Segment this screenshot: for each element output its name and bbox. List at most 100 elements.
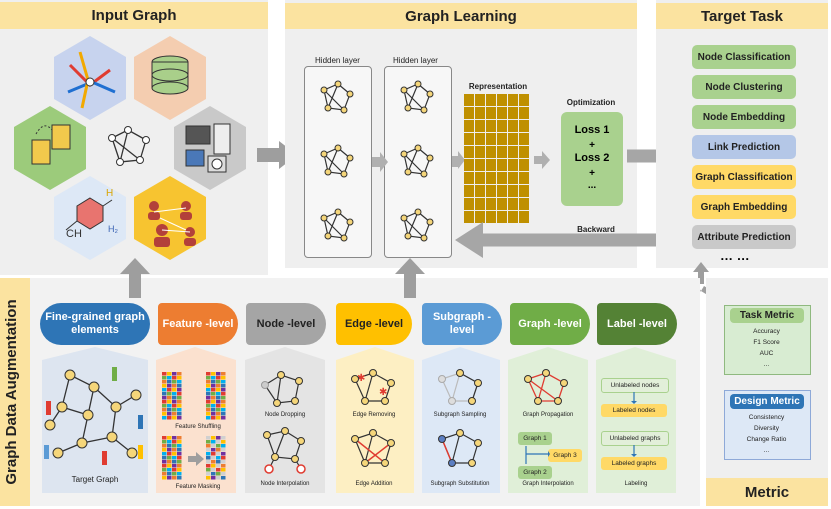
representation-cell <box>475 185 485 197</box>
feature-cell <box>162 456 167 460</box>
feature-cell <box>211 456 216 460</box>
feature-cell <box>172 456 177 460</box>
representation-cell <box>497 172 507 184</box>
feature-cell <box>167 444 172 448</box>
augmentation-title: Graph Data Augmentation <box>3 299 20 485</box>
feature-cell <box>206 468 211 472</box>
feature-cell <box>172 392 177 396</box>
feature-cell <box>177 372 182 376</box>
task-metric-item: F1 Score <box>753 339 780 346</box>
feature-cell <box>206 388 211 392</box>
feature-cell <box>167 376 172 380</box>
feature-cell <box>206 436 211 440</box>
feature-cell <box>172 440 177 444</box>
feature-cell <box>167 476 172 480</box>
target-task-header: Target Task <box>656 3 828 29</box>
representation-cell <box>508 198 518 210</box>
feature-cell <box>162 468 167 472</box>
feature-cell <box>177 440 182 444</box>
hidden-layer-2 <box>384 66 452 258</box>
feature-cell <box>206 440 211 444</box>
feature-cell <box>167 400 172 404</box>
feature-cell <box>162 452 167 456</box>
subgraph-sampling-graph <box>438 369 482 405</box>
feature-cell <box>172 408 177 412</box>
feature-shuffling-label: Feature Shuffling <box>175 424 221 430</box>
feature-cell <box>221 384 226 388</box>
feature-cell <box>221 464 226 468</box>
level-5: Graph -level <box>510 303 590 345</box>
feature-cell <box>206 380 211 384</box>
node-interpolation-label: Node Interpolation <box>260 481 310 487</box>
feature-cell <box>177 468 182 472</box>
feature-cell <box>216 456 221 460</box>
feature-cell <box>177 408 182 412</box>
representation-cell <box>464 185 474 197</box>
feature-cell <box>162 476 167 480</box>
feature-cell <box>177 464 182 468</box>
hidden-layer-graphs <box>320 80 460 242</box>
feature-cell <box>211 440 216 444</box>
feature-cell <box>206 400 211 404</box>
level-6: Label -level <box>597 303 677 345</box>
feature-cell <box>216 384 221 388</box>
representation-cell <box>486 185 496 197</box>
feature-cell <box>206 460 211 464</box>
representation-cell <box>464 133 474 145</box>
feature-cell <box>162 384 167 388</box>
feature-cell <box>162 404 167 408</box>
feature-cell <box>211 392 216 396</box>
task-metric-title: Task Metric <box>730 308 804 323</box>
feature-cell <box>206 392 211 396</box>
unlabeled-graphs-box: Unlabeled graphs <box>601 431 669 446</box>
representation-cell <box>497 133 507 145</box>
feature-cell <box>216 476 221 480</box>
feature-cell <box>172 476 177 480</box>
representation-cell <box>508 211 518 223</box>
feature-cell <box>211 396 216 400</box>
level-4: Subgraph -level <box>422 303 502 345</box>
labeling-arrows <box>631 392 637 457</box>
representation-cell <box>486 159 496 171</box>
molecule-h2-label: H₂ <box>108 224 118 234</box>
level-1: Feature -level <box>158 303 238 345</box>
target-graph-label: Target Graph <box>71 475 119 484</box>
task-node-embedding: Node Embedding <box>692 105 796 129</box>
feature-cell <box>162 376 167 380</box>
feature-cell <box>167 404 172 408</box>
design-metric-title: Design Metric <box>730 394 804 409</box>
feature-cell <box>177 404 182 408</box>
feature-arrow <box>188 452 204 466</box>
feature-cell <box>172 460 177 464</box>
feature-cell <box>221 400 226 404</box>
feature-cell <box>211 404 216 408</box>
feature-cell <box>221 396 226 400</box>
feature-cell <box>216 412 221 416</box>
representation-cell <box>519 211 529 223</box>
graph-2-box: Graph 2 <box>518 466 552 479</box>
target-task-panel <box>656 0 828 268</box>
representation-cell <box>464 94 474 106</box>
representation-cell <box>519 146 529 158</box>
feature-shuffling-grid <box>162 372 226 420</box>
representation-cell <box>497 120 507 132</box>
subgraph-substitution-label: Subgraph Substitution <box>430 481 490 487</box>
feature-cell <box>167 468 172 472</box>
representation-cell <box>464 107 474 119</box>
feature-cell <box>221 372 226 376</box>
representation-cell <box>464 120 474 132</box>
feature-cell <box>172 468 177 472</box>
feature-cell <box>206 372 211 376</box>
representation-cell <box>497 211 507 223</box>
hidden-layer-2-label: Hidden layer <box>393 56 438 65</box>
database-hex <box>134 36 206 120</box>
feature-cell <box>216 468 221 472</box>
representation-cell <box>497 146 507 158</box>
feature-cell <box>177 436 182 440</box>
feature-cell <box>162 396 167 400</box>
task-link-prediction: Link Prediction <box>692 135 796 159</box>
feature-cell <box>167 372 172 376</box>
feature-cell <box>162 440 167 444</box>
feature-cell <box>172 372 177 376</box>
design-metric-item: Consistency <box>748 414 785 421</box>
